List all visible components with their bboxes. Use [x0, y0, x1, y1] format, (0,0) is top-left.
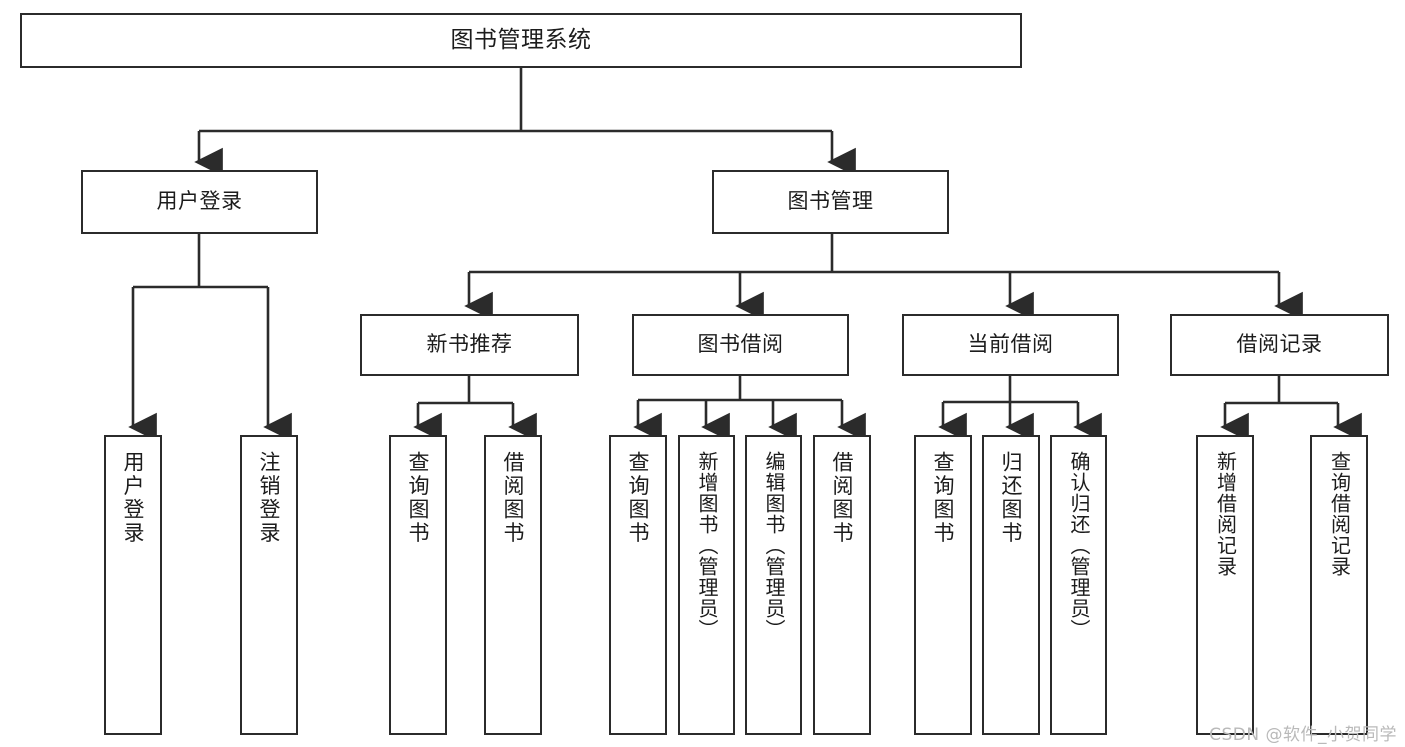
node-label: 归还图书: [999, 451, 1024, 545]
node-label: 用户登录: [156, 189, 243, 214]
node-label: 编辑图书（管理员）: [762, 451, 786, 640]
node-root-book-management-system[interactable]: 图书管理系统: [20, 13, 1022, 68]
node-leaf-query-borrow-record[interactable]: 查询借阅记录: [1310, 435, 1368, 735]
watermark-csdn: CSDN @软件_小贺同学: [1209, 725, 1397, 745]
node-label: 注销登录: [257, 451, 282, 545]
node-label: 新增图书（管理员）: [695, 451, 719, 640]
node-leaf-borrow-book-newbook[interactable]: 借阅图书: [484, 435, 542, 735]
node-label: 新书推荐: [426, 332, 513, 357]
node-leaf-borrow-book[interactable]: 借阅图书: [813, 435, 871, 735]
node-label: 查询图书: [406, 451, 431, 545]
node-leaf-query-book-borrow[interactable]: 查询图书: [609, 435, 667, 735]
node-leaf-add-borrow-record[interactable]: 新增借阅记录: [1196, 435, 1254, 735]
node-leaf-return-book[interactable]: 归还图书: [982, 435, 1040, 735]
node-borrow-records[interactable]: 借阅记录: [1170, 314, 1389, 376]
node-leaf-query-book-current[interactable]: 查询图书: [914, 435, 972, 735]
node-label: 图书管理: [787, 189, 874, 214]
node-leaf-query-book-newbook[interactable]: 查询图书: [389, 435, 447, 735]
node-label: 借阅记录: [1236, 332, 1323, 357]
node-leaf-confirm-return-admin[interactable]: 确认归还（管理员）: [1050, 435, 1107, 735]
node-label: 新增借阅记录: [1213, 451, 1238, 577]
node-label: 当前借阅: [967, 332, 1054, 357]
node-label: 借阅图书: [501, 451, 526, 545]
node-leaf-add-book-admin[interactable]: 新增图书（管理员）: [678, 435, 735, 735]
node-book-management[interactable]: 图书管理: [712, 170, 949, 234]
node-user-login[interactable]: 用户登录: [81, 170, 318, 234]
node-label: 用户登录: [121, 451, 146, 545]
node-label: 查询借阅记录: [1327, 451, 1352, 577]
node-current-borrow[interactable]: 当前借阅: [902, 314, 1119, 376]
node-book-borrow[interactable]: 图书借阅: [632, 314, 849, 376]
node-label: 查询图书: [931, 451, 956, 545]
node-label: 图书借阅: [697, 332, 784, 357]
node-leaf-user-login[interactable]: 用户登录: [104, 435, 162, 735]
node-leaf-edit-book-admin[interactable]: 编辑图书（管理员）: [745, 435, 802, 735]
node-label: 确认归还（管理员）: [1067, 451, 1091, 640]
node-label: 图书管理系统: [450, 26, 592, 53]
node-new-book-recommend[interactable]: 新书推荐: [360, 314, 579, 376]
node-leaf-logout[interactable]: 注销登录: [240, 435, 298, 735]
node-label: 查询图书: [626, 451, 651, 545]
node-label: 借阅图书: [830, 451, 855, 545]
